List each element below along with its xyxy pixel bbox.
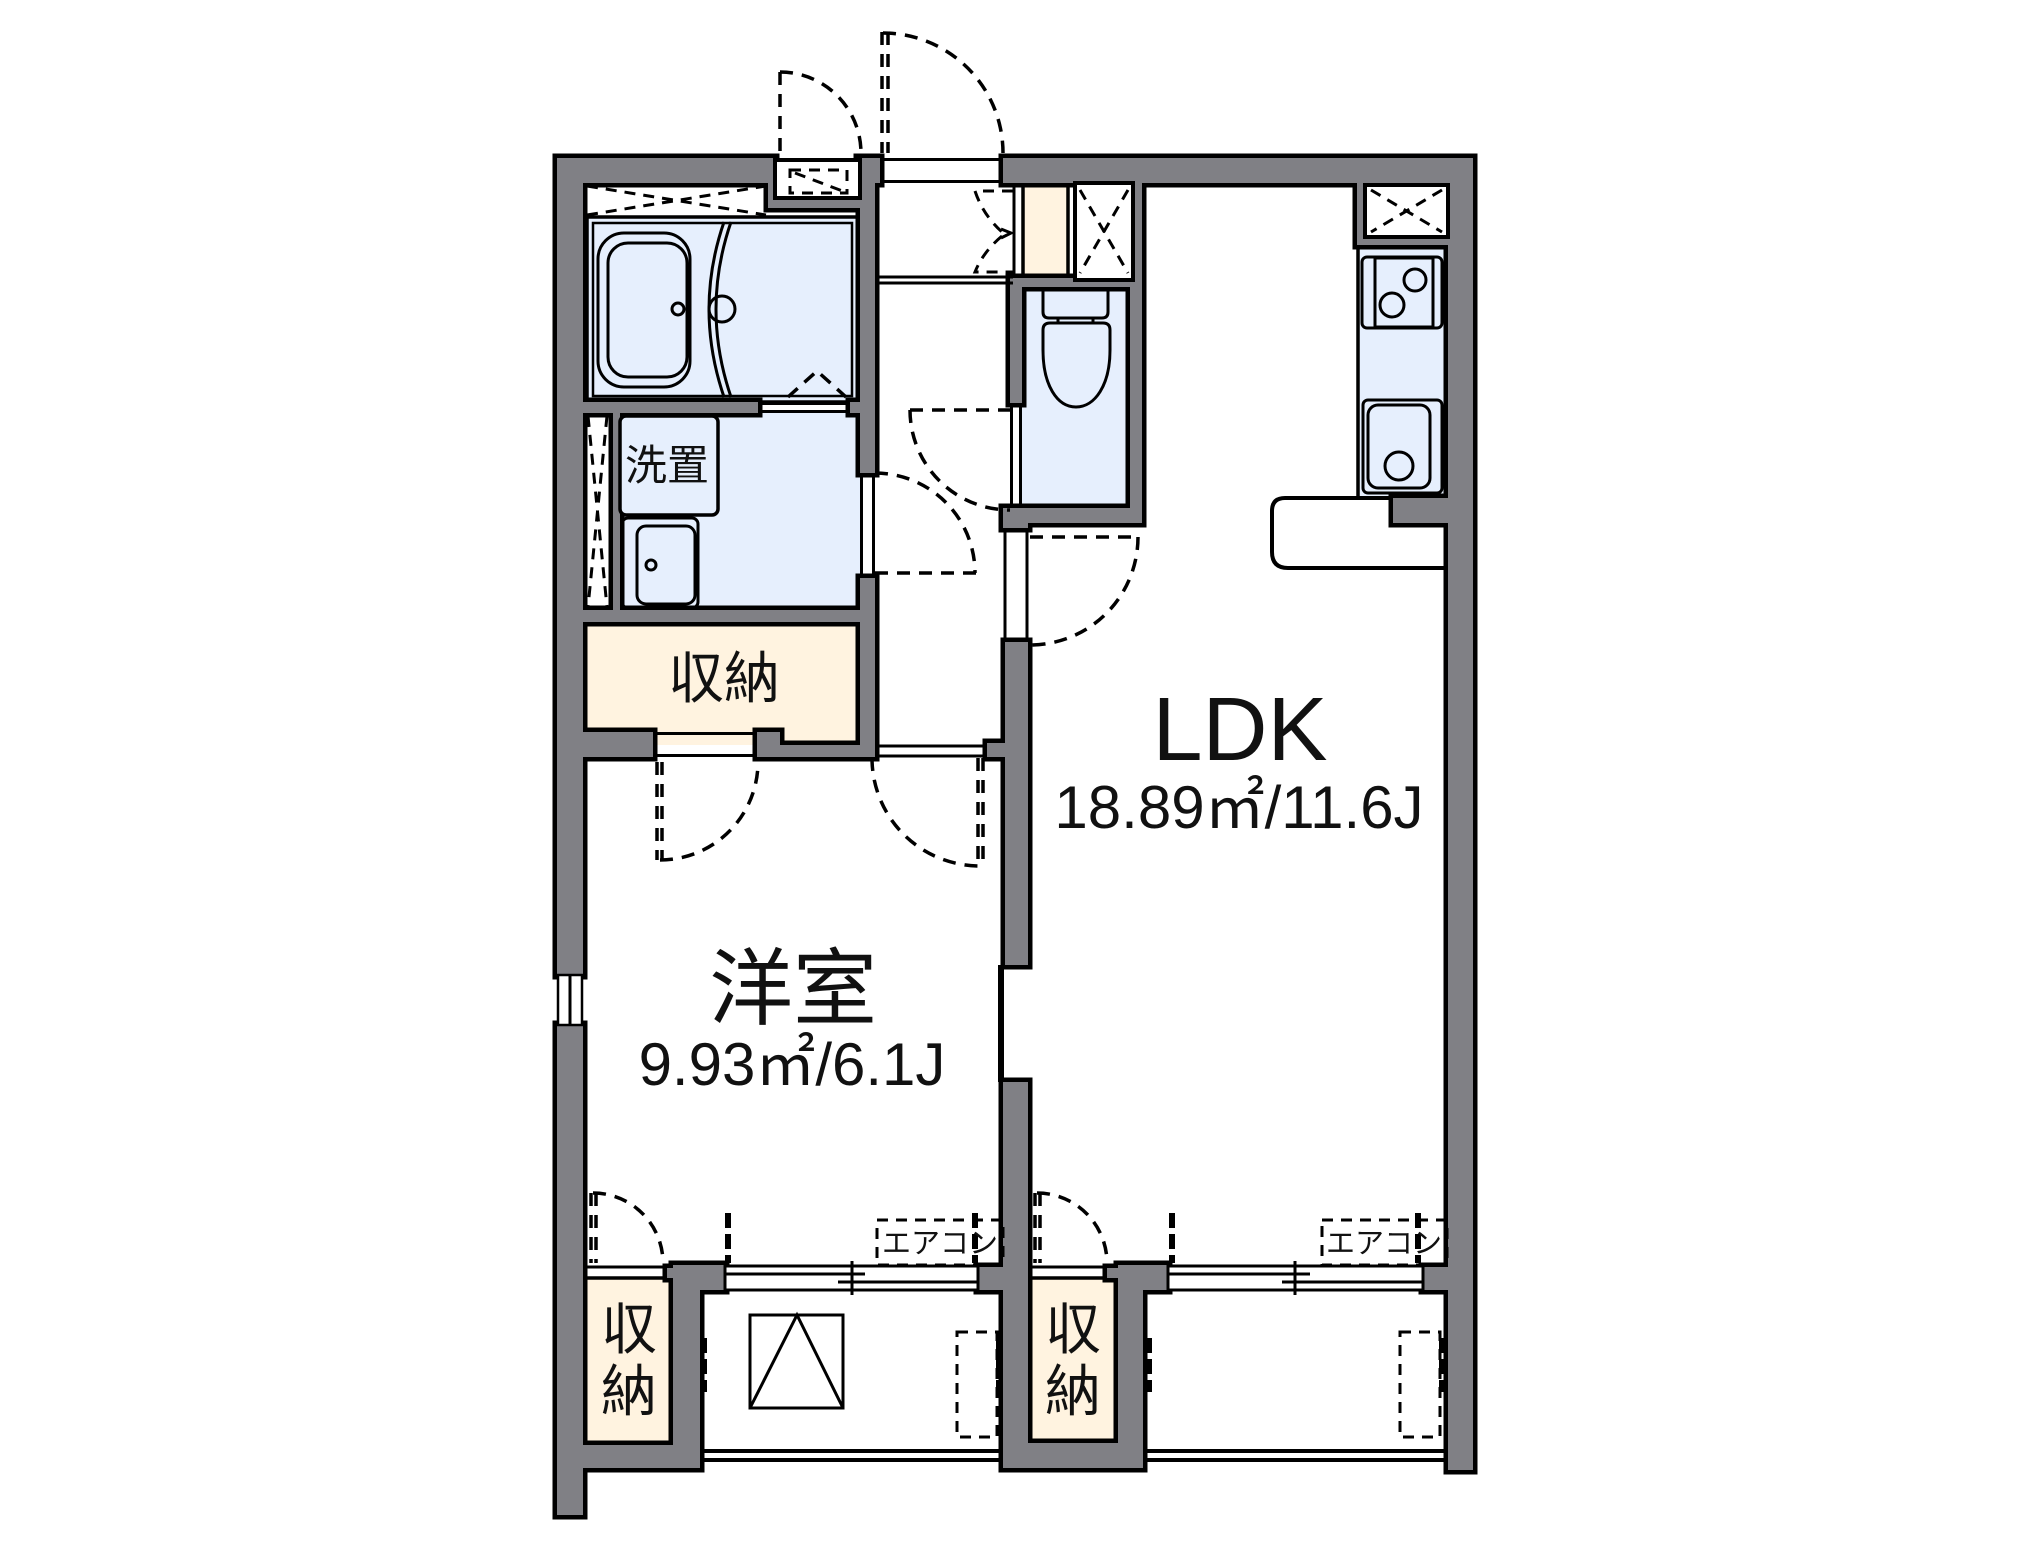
sliding-window-western — [723, 1261, 980, 1295]
door-swing-icon — [1029, 536, 1140, 647]
meter-box-door — [778, 70, 863, 154]
openings — [556, 158, 1107, 1269]
door-swing-icon — [779, 70, 863, 154]
folding-door-arrow-icon — [1000, 227, 1015, 240]
washroom-door — [874, 471, 977, 575]
hatch-square — [748, 1313, 845, 1410]
sink-bowl — [1366, 403, 1432, 490]
pipe-space-icon — [1073, 181, 1135, 282]
aircon-indoor-box-ldk — [1320, 1218, 1449, 1267]
kitchen-sink-icon — [1361, 398, 1444, 495]
door-swing-icon — [882, 31, 1005, 154]
western-room-name: 洋室 — [709, 942, 877, 1036]
room-partition — [998, 965, 1004, 1082]
shoe-cabinet — [1021, 181, 1070, 279]
hall-storage-floor — [583, 620, 862, 745]
ac-outdoor-unit-icon — [955, 1330, 999, 1439]
door-swing-icon — [592, 1191, 665, 1264]
ac-outdoor-unit-icon — [1398, 1330, 1442, 1439]
bathtub-outer — [596, 231, 692, 389]
washing-machine-space-icon — [618, 414, 720, 517]
stove-burner-b — [1378, 291, 1406, 319]
ldk-closet-label-line2: 納 — [1045, 1360, 1101, 1423]
meter-box-icon — [773, 158, 862, 200]
washbasin-drain — [644, 558, 658, 572]
washbasin-bowl — [635, 524, 697, 606]
fixtures — [586, 158, 1450, 610]
folding-door-upper — [972, 189, 1013, 234]
ldk-closet-door — [1033, 1191, 1109, 1264]
labels: 洗置 収納 洋室 9.93㎡/6.1J LDK 18.89㎡/11.6J 収 納… — [601, 442, 1442, 1423]
washbasin-outer — [620, 516, 700, 610]
aircon-label-western: エアコン — [882, 1228, 998, 1260]
door-swing-icon — [908, 409, 1011, 512]
doors — [589, 31, 1140, 1264]
folding-door-lower — [972, 234, 1013, 274]
shower-faucet-icon — [707, 294, 737, 324]
hall-storage-label: 収納 — [668, 647, 780, 710]
bathtub-icon — [596, 231, 692, 389]
pipe-space-x-b — [1078, 189, 1130, 274]
door-swing-icon — [1036, 1191, 1109, 1264]
balcony — [700, 1213, 1449, 1462]
entrance-door — [880, 31, 1005, 154]
western-closet-label-line1: 収 — [601, 1298, 657, 1361]
sink-outer — [1361, 398, 1444, 495]
bathtub-inner — [606, 241, 689, 379]
western-room-door — [870, 757, 985, 868]
toilet-door — [908, 408, 1011, 512]
western-closet-door — [589, 1191, 665, 1264]
toilet-bowl — [1041, 321, 1112, 409]
evacuation-hatch-icon — [748, 1311, 845, 1410]
kitchen-pipe-space-x-b — [1370, 188, 1443, 234]
toilet-icon — [1041, 287, 1112, 409]
washbasin-icon — [620, 516, 700, 610]
aircon-label-ldk: エアコン — [1326, 1228, 1442, 1260]
ldk-door — [1029, 535, 1140, 647]
door-swing-icon — [874, 471, 977, 574]
stove-inner — [1373, 256, 1435, 329]
bath-folding-door — [786, 368, 848, 399]
meter-box-inner — [788, 168, 849, 195]
stove-burner-a — [1402, 267, 1428, 293]
bath-divider-curve-b — [714, 221, 733, 398]
bathroom-unit — [585, 215, 860, 404]
storage-door — [655, 761, 760, 862]
door-swing-icon — [659, 761, 760, 862]
sliding-window-ldk — [1166, 1261, 1425, 1295]
ldk-closet-label-line1: 収 — [1045, 1298, 1101, 1361]
sink-drain — [1383, 450, 1415, 482]
ldk-room-area: 18.89㎡/11.6J — [1054, 774, 1423, 841]
shoe-cabinet-folding-door — [972, 189, 1015, 274]
hatch-triangle — [748, 1311, 845, 1409]
aircon-indoor-box-western — [875, 1218, 1005, 1267]
door-swing-icon — [870, 757, 981, 868]
western-room-area: 9.93㎡/6.1J — [639, 1031, 946, 1098]
kitchen-pipe-space-icon — [1363, 183, 1450, 239]
bathtub-drain — [670, 301, 686, 317]
meter-box-arrow — [794, 171, 846, 194]
toilet-tank — [1041, 287, 1110, 320]
kitchen-stove-icon — [1360, 255, 1444, 330]
linen-closet-dashed-b — [586, 415, 609, 608]
laundry-space-label: 洗置 — [625, 442, 709, 489]
ldk-room-name: LDK — [1152, 680, 1327, 780]
western-closet-label-line2: 納 — [601, 1360, 657, 1423]
